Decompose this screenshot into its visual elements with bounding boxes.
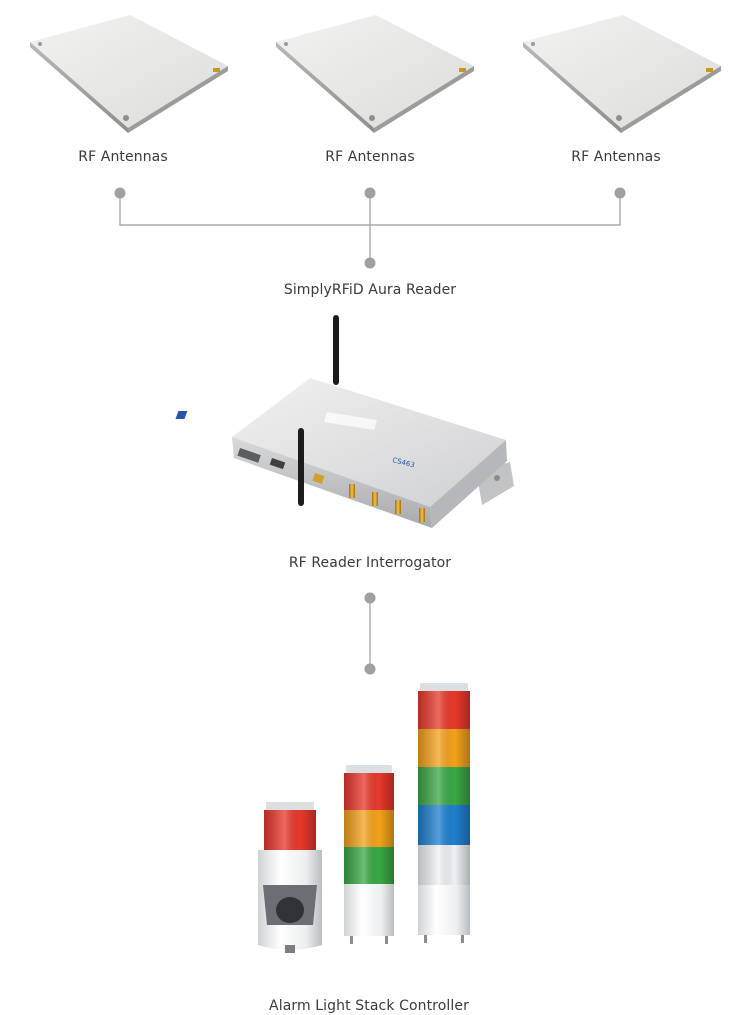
interrogator-label: RF Reader Interrogator [288, 555, 452, 571]
connector-node-reader [364, 257, 376, 269]
alarm-tower-buzzer [258, 802, 322, 953]
antenna-panel-3 [523, 15, 721, 133]
reader-label: SimplyRFiD Aura Reader [283, 282, 457, 298]
antenna-label-2: RF Antennas [325, 149, 415, 165]
connector-node-antenna-3 [614, 187, 626, 199]
connector-node-interrogator [364, 592, 376, 604]
antenna-panel-1 [30, 15, 228, 133]
antenna-label-1: RF Antennas [78, 149, 168, 165]
antenna-label-3: RF Antennas [571, 149, 661, 165]
alarm-tower-five-tier [418, 683, 470, 943]
connector-node-antenna-1 [114, 187, 126, 199]
alarm-tower-three-tier [344, 765, 394, 944]
alarm-label: Alarm Light Stack Controller [269, 998, 469, 1014]
antenna-panel-2 [276, 15, 474, 133]
antenna-connector [119, 193, 621, 263]
rfid-reader-device: CS463 [175, 315, 514, 528]
connector-node-antenna-2 [364, 187, 376, 199]
connector-node-alarm [364, 663, 376, 675]
